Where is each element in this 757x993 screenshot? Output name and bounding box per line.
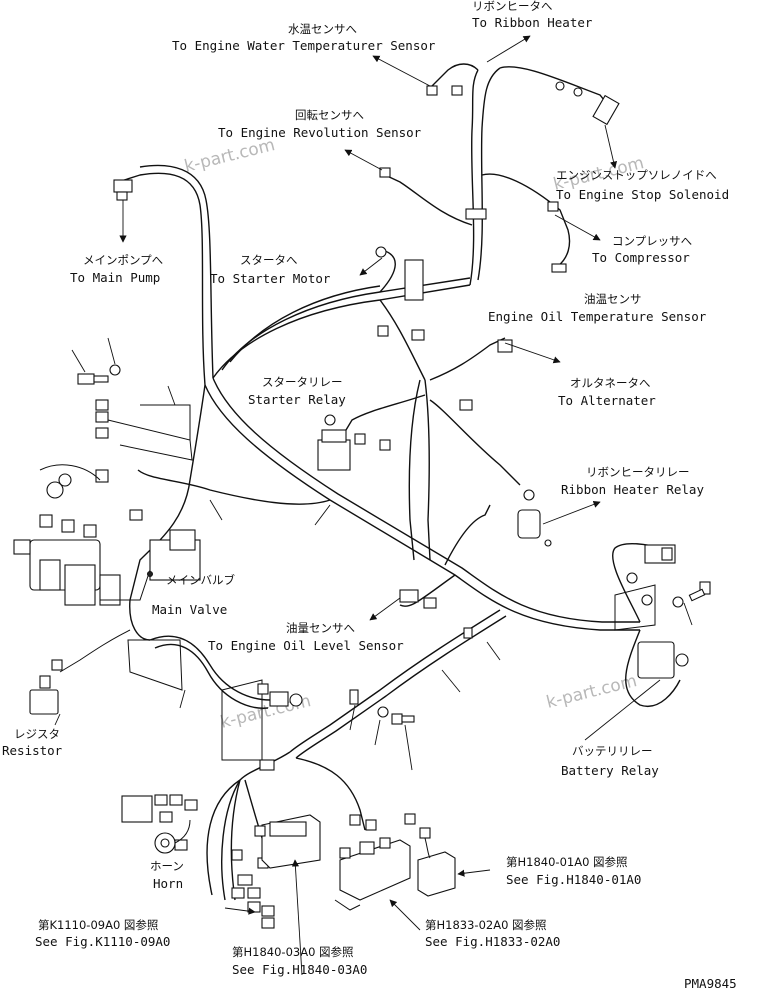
fig-h1833-label: See Fig.H1833-02A0 xyxy=(425,934,560,949)
starter-relay-label-jp: スタータリレー xyxy=(262,375,343,389)
ribbon-heater-relay xyxy=(517,509,541,539)
stop-solenoid-connector xyxy=(547,201,559,212)
fig-h1840-01-label-jp: 第H1840-01A0 図参照 xyxy=(506,855,628,869)
starter-motor-terminal xyxy=(375,246,387,258)
main-pump-label: To Main Pump xyxy=(70,270,160,285)
fig-h1833-label-jp: 第H1833-02A0 図参照 xyxy=(425,918,547,932)
revolution-label: To Engine Revolution Sensor xyxy=(218,125,422,140)
main-valve-assembly xyxy=(13,464,201,606)
leader-lines xyxy=(54,35,693,976)
ribbon-relay-label: Ribbon Heater Relay xyxy=(561,482,704,497)
alternator-label-jp: オルタネータへ xyxy=(570,376,651,390)
watermark: k-part.com xyxy=(182,135,277,177)
stop-solenoid-label: To Engine Stop Solenoid xyxy=(556,187,729,202)
resistor-label-jp: レジスタ xyxy=(14,727,60,741)
fig-h1840-03-label-jp: 第H1840-03A0 図参照 xyxy=(232,945,354,959)
ribbon-heater-connector xyxy=(592,94,620,126)
main-valve-label: Main Valve xyxy=(152,602,227,617)
fuse-box xyxy=(254,814,321,869)
relay-block xyxy=(334,813,416,911)
drawing-number: PMA9845 xyxy=(684,976,737,991)
resistor xyxy=(29,659,63,715)
main-valve-label-jp: メインバルブ xyxy=(166,573,235,587)
fig-h1840-01-label: See Fig.H1840-01A0 xyxy=(506,872,641,887)
stop-solenoid-label-jp: エンジンストップソレノイドへ xyxy=(556,168,717,182)
battery-relay-label: Battery Relay xyxy=(561,763,659,778)
water-temp-label: To Engine Water Temperaturer Sensor xyxy=(172,38,436,53)
ribbon-relay-label-jp: リボンヒータリレー xyxy=(586,465,690,479)
harness-wires xyxy=(59,63,681,901)
oil-level-label-jp: 油量センサへ xyxy=(286,621,355,635)
ribbon-heater-label: To Ribbon Heater xyxy=(472,15,593,30)
water-temp-label-jp: 水温センサへ xyxy=(288,22,357,36)
battery-relay-label-jp: バッテリリレー xyxy=(572,744,653,758)
bolt-lower xyxy=(377,706,415,725)
compressor-label: To Compressor xyxy=(592,250,690,265)
oil-level-connector xyxy=(399,589,419,603)
compressor-connector xyxy=(551,263,567,273)
oil-temp-connector xyxy=(497,339,513,353)
fig-k1110-label-jp: 第K1110-09A0 図参照 xyxy=(38,918,158,932)
text-labels: リボンヒータへ To Ribbon Heater 水温センサへ To Engin… xyxy=(2,0,737,991)
main-pump-label-jp: メインポンプへ xyxy=(83,253,163,267)
resistor-label: Resistor xyxy=(2,743,63,758)
fig-k1110-label: See Fig.K1110-09A0 xyxy=(35,934,170,949)
watermark: k-part.com xyxy=(544,671,639,713)
controller-box xyxy=(417,827,456,897)
lower-bracket xyxy=(127,639,303,771)
starter-label: To Starter Motor xyxy=(210,271,331,286)
compressor-label-jp: コンプレッサへ xyxy=(612,234,692,248)
alternator-label: To Alternater xyxy=(558,393,656,408)
water-temp-connector xyxy=(426,85,438,96)
revolution-connector xyxy=(379,167,391,178)
bottom-connectors xyxy=(121,794,275,929)
starter-bracket xyxy=(404,259,424,301)
fig-h1840-03-label: See Fig.H1840-03A0 xyxy=(232,962,367,977)
main-pump-connector xyxy=(113,179,133,193)
revolution-label-jp: 回転センサへ xyxy=(295,108,364,122)
bolt-left xyxy=(77,364,121,385)
oil-temp-label: Engine Oil Temperature Sensor xyxy=(488,309,707,324)
starter-relay-label: Starter Relay xyxy=(248,392,346,407)
ribbon-heater-label-jp: リボンヒータへ xyxy=(472,0,553,13)
battery-relay xyxy=(614,544,689,679)
upper-left-bracket xyxy=(95,399,193,461)
horn-label: Horn xyxy=(153,876,183,891)
starter-label-jp: スタータへ xyxy=(240,253,298,267)
oil-temp-label-jp: 油温センサ xyxy=(584,292,642,306)
oil-level-label: To Engine Oil Level Sensor xyxy=(208,638,404,653)
bolt-right xyxy=(672,581,711,608)
connectors xyxy=(13,81,711,929)
horn xyxy=(154,819,191,854)
starter-relay xyxy=(317,439,351,471)
horn-label-jp: ホーン xyxy=(150,859,184,873)
